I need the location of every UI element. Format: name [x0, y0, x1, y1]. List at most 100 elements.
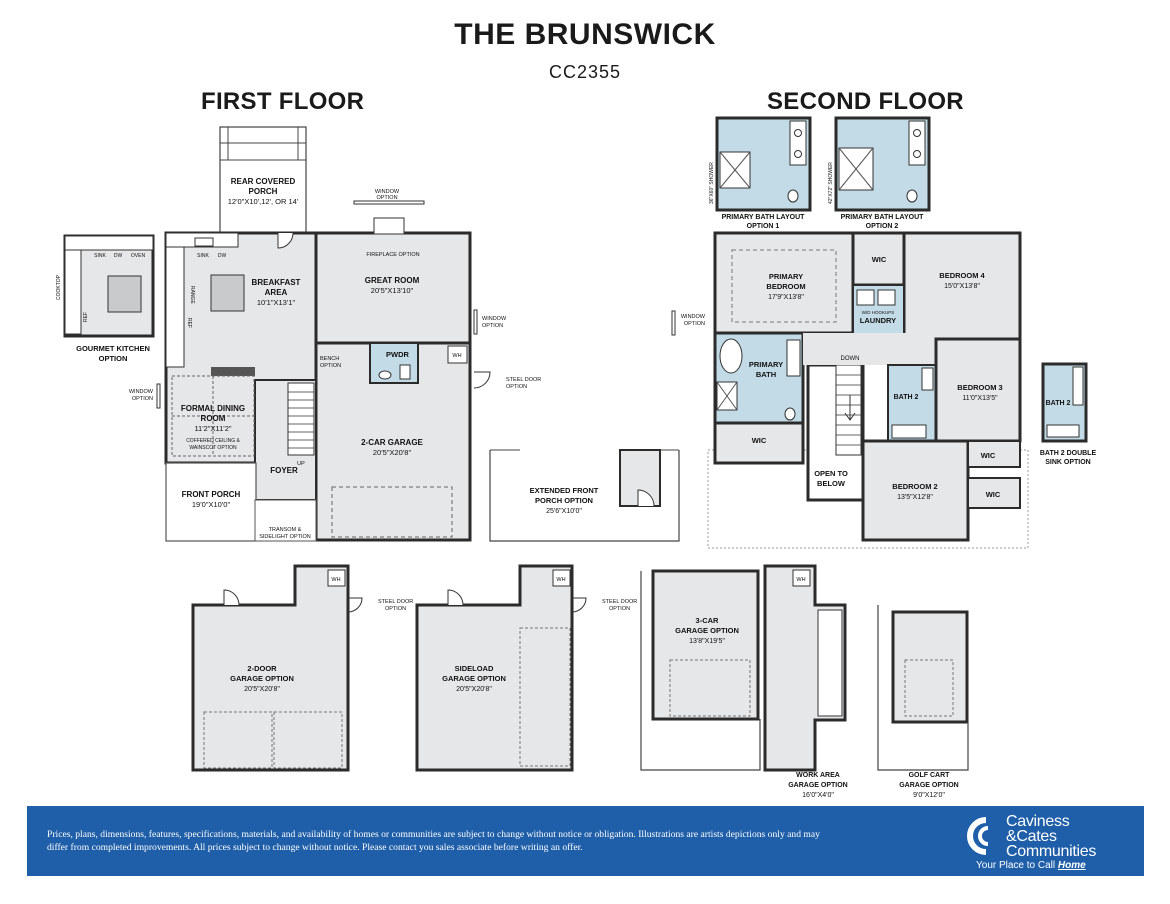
- bedroom-2-dims: 13'5"X12'8": [897, 494, 933, 501]
- sideload-garage-label-2: GARAGE OPTION: [442, 674, 506, 683]
- steel-door-label: STEEL DOOR: [506, 377, 541, 383]
- gourmet-ref-label: REF: [83, 312, 89, 322]
- two-door-garage-option: [191, 564, 350, 772]
- upper-hall: [803, 333, 939, 365]
- disclaimer-text: Prices, plans, dimensions, features, spe…: [47, 829, 820, 853]
- golf-cart-dims: 9'0"X12'0": [913, 792, 945, 799]
- primary-bedroom-label-2: BEDROOM: [766, 282, 805, 291]
- sink-label: SINK: [197, 253, 209, 259]
- great-room: [314, 231, 472, 345]
- sideload-garage-option: [415, 564, 574, 772]
- steel-door-label-2: OPTION: [506, 384, 527, 390]
- window-option-top-label: WINDOW: [375, 189, 400, 195]
- bath-2-option-label: BATH 2: [1046, 400, 1071, 407]
- second-floor-heading: SECOND FLOOR: [767, 88, 964, 115]
- window-option-left-label: WINDOW: [129, 389, 154, 395]
- kitchen-island: [210, 274, 245, 312]
- plan-model-number: CC2355: [548, 62, 622, 82]
- dw-label: DW: [218, 253, 227, 259]
- steel-door-label-b: STEEL DOOR: [602, 599, 637, 605]
- bath-2-label: BATH 2: [894, 394, 919, 401]
- window-option-right-icon: [473, 309, 478, 335]
- open-to-below-label: OPEN TO: [814, 469, 848, 478]
- window-option-top-label-2: OPTION: [376, 195, 397, 201]
- two-door-garage-label: 2-DOOR: [247, 664, 277, 673]
- gourmet-kitchen-option: SINK DW OVEN COOKTOP REF GOURMET KITCHEN…: [56, 234, 155, 363]
- three-car-garage-label-2: GARAGE OPTION: [675, 626, 739, 635]
- dining-dims: 11'2"X11'2": [194, 424, 231, 433]
- window-option-left-icon: [156, 383, 161, 409]
- bedroom-3: [934, 337, 1022, 443]
- gourmet-dw-label: DW: [114, 253, 123, 259]
- gourmet-sink-label: SINK: [94, 253, 106, 259]
- wh-label: WH: [452, 353, 461, 359]
- primary-bath-label-2: BATH: [756, 370, 776, 379]
- powder-room: [369, 342, 419, 384]
- water-heater-icon: [447, 345, 468, 364]
- front-porch-area: [165, 462, 257, 542]
- primary-bath-wic-label: WIC: [752, 436, 767, 445]
- window-option-top-icon: [353, 200, 425, 205]
- extended-porch-option: EXTENDED FRONT PORCH OPTION 25'6"X10'0": [489, 449, 680, 542]
- first-floor-heading: FIRST FLOOR: [201, 88, 365, 115]
- steel-door-label-a2: OPTION: [385, 606, 406, 612]
- vanity-icon: [399, 364, 411, 380]
- laundry-label: LAUNDRY: [860, 316, 896, 325]
- bedroom-2-label: BEDROOM 2: [892, 482, 937, 491]
- breakfast-label: BREAKFAST: [252, 278, 301, 287]
- wh-label-2door: WH: [331, 577, 340, 583]
- first-floor-plan: REAR COVERED PORCH 12'0"X10',12', OR 14'…: [129, 126, 541, 542]
- extended-porch-label-2: PORCH OPTION: [535, 496, 593, 505]
- kitchen-sink-icon: [194, 237, 214, 247]
- fireplace-icon: [373, 217, 405, 235]
- two-door-garage-label-2: GARAGE OPTION: [230, 674, 294, 683]
- work-area-label: WORK AREA: [796, 772, 840, 779]
- bench-option-label: BENCH: [320, 356, 339, 362]
- steel-door-label-b2: OPTION: [609, 606, 630, 612]
- bath-2-double-label: BATH 2 DOUBLE: [1040, 450, 1097, 457]
- front-porch-label: FRONT PORCH: [182, 490, 241, 499]
- front-porch-dims: 19'0"X10'0": [192, 500, 231, 509]
- bath-layout-1-label: PRIMARY BATH LAYOUT: [722, 214, 806, 221]
- primary-bath-wic: [713, 421, 805, 465]
- pwdr-label: PWDR: [386, 350, 409, 359]
- bedroom-2-wic-label: WIC: [986, 490, 1001, 499]
- gourmet-cooktop-label: COOKTOP: [56, 274, 62, 300]
- bedroom-4-dims: 15'0"X13'8": [944, 283, 980, 290]
- bedroom-4-label: BEDROOM 4: [939, 271, 985, 280]
- logo-mark-icon: [967, 817, 989, 855]
- extended-porch-label: EXTENDED FRONT: [530, 486, 599, 495]
- fireplace-option-label: FIREPLACE OPTION: [366, 252, 419, 258]
- bedroom-3-wic-label: WIC: [981, 451, 996, 460]
- bench-option-label-2: OPTION: [320, 363, 341, 369]
- primary-wic-label: WIC: [872, 255, 887, 264]
- sideload-garage-label: SIDELOAD: [455, 664, 494, 673]
- bedroom-2: [861, 439, 970, 542]
- coffered-note-2: WAINSCOT OPTION: [189, 445, 237, 451]
- bath-layout-1-label-2: OPTION 1: [747, 223, 780, 230]
- window-option-2nd-label-2: OPTION: [684, 321, 705, 327]
- extended-porch-dims: 25'6"X10'0": [546, 508, 582, 515]
- primary-bath-label: PRIMARY: [749, 360, 783, 369]
- garage-dims: 20'5"X20'8": [373, 448, 412, 457]
- bedroom-3-label: BEDROOM 3: [957, 383, 1002, 392]
- golf-cart-label: GOLF CART: [909, 772, 951, 779]
- garage-options: WH STEEL DOOR OPTION 2-DOOR GARAGE OPTIO…: [191, 564, 969, 799]
- transom-label: TRANSOM &: [269, 527, 302, 533]
- first-floor-stairs: [287, 382, 315, 456]
- open-to-below-label-2: BELOW: [817, 479, 846, 488]
- work-area-dims: 16'0"X4'0": [802, 792, 834, 799]
- gourmet-kitchen-label: GOURMET KITCHEN: [76, 344, 150, 353]
- shower-2-label: 42"X72" SHOWER: [828, 162, 834, 204]
- window-option-right-label: WINDOW: [482, 316, 507, 322]
- bedroom-2-wic: [967, 477, 1021, 509]
- two-door-garage-dims: 20'5"X20'8": [244, 686, 280, 693]
- gourmet-oven-label: OVEN: [131, 253, 146, 259]
- rear-porch-label: REAR COVERED: [231, 177, 296, 186]
- plan-title: THE BRUNSWICK: [454, 18, 716, 51]
- great-room-label: GREAT ROOM: [365, 276, 420, 285]
- three-car-garage-option: [651, 569, 760, 721]
- rear-porch-label-2: PORCH: [249, 187, 278, 196]
- work-area-label-2: GARAGE OPTION: [788, 782, 848, 789]
- stairs-up-label: UP: [297, 461, 305, 467]
